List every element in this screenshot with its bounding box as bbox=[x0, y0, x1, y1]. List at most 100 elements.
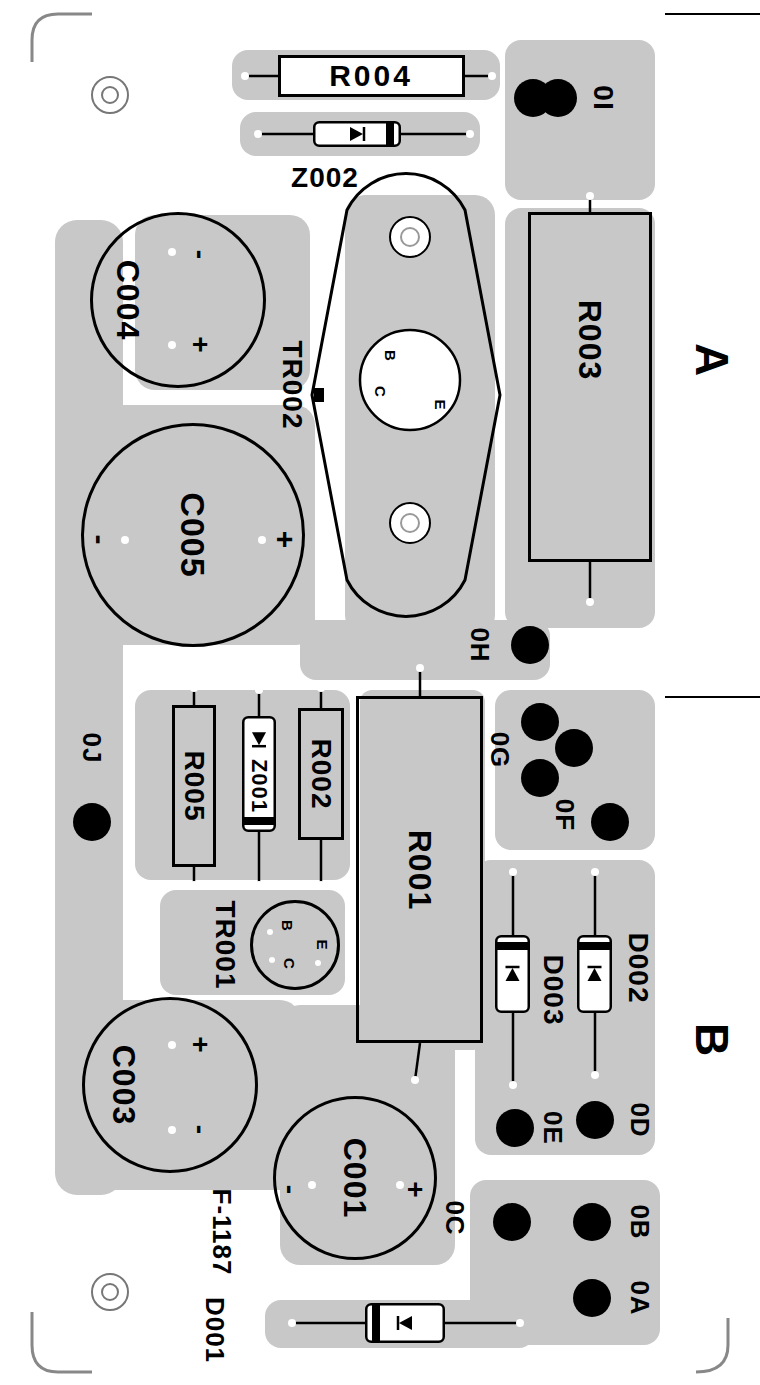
component-lead bbox=[245, 75, 278, 78]
pin-letter: C bbox=[282, 958, 297, 970]
capacitor-outline bbox=[92, 214, 265, 387]
pin-letter: C bbox=[373, 386, 388, 398]
component-lead bbox=[512, 1013, 515, 1085]
solder-hole bbox=[121, 536, 129, 544]
component-lead bbox=[419, 668, 422, 696]
solder-hole bbox=[509, 868, 517, 876]
diode-symbol bbox=[588, 966, 602, 969]
pad-label: 0A bbox=[627, 1280, 653, 1315]
solder-pad bbox=[573, 1203, 611, 1241]
component-lead bbox=[415, 1043, 420, 1080]
solder-hole bbox=[411, 1076, 419, 1084]
copper-trace bbox=[300, 620, 550, 680]
solder-hole bbox=[317, 881, 325, 889]
component-label: TR001 bbox=[211, 900, 239, 989]
solder-pad bbox=[496, 1109, 534, 1147]
component-lead bbox=[594, 872, 597, 935]
solder-pad bbox=[576, 1101, 614, 1139]
solder-hole bbox=[269, 957, 275, 963]
solder-hole bbox=[315, 960, 321, 966]
component-label: R004 bbox=[329, 61, 413, 91]
pad-label: 0J bbox=[79, 733, 105, 764]
copper-trace bbox=[135, 690, 350, 880]
copper-trace bbox=[505, 40, 655, 200]
component-lead bbox=[401, 133, 470, 136]
solder-pad bbox=[539, 79, 577, 117]
pin-letter: E bbox=[315, 939, 330, 950]
resistor-body bbox=[174, 707, 215, 866]
component-label: R005 bbox=[180, 751, 208, 822]
transistor-outline bbox=[312, 174, 500, 617]
board-corner bbox=[696, 1318, 728, 1372]
solder-hole bbox=[168, 1041, 176, 1049]
copper-trace bbox=[505, 208, 655, 628]
transistor-mount-hole bbox=[390, 503, 430, 543]
mounting-hole bbox=[92, 77, 128, 113]
solder-pad bbox=[521, 759, 559, 797]
diode-symbol bbox=[588, 968, 602, 981]
diode-body: D002 bbox=[577, 935, 612, 1013]
polarity-mark: - bbox=[186, 1125, 214, 1135]
pad-label: 0F bbox=[552, 799, 578, 831]
polarity-mark: + bbox=[186, 336, 214, 353]
component-lead bbox=[258, 133, 313, 136]
capacitor-outline: C003+- bbox=[82, 997, 258, 1173]
copper-trace bbox=[160, 890, 345, 995]
board-number: F-1187 bbox=[209, 1189, 235, 1276]
solder-hole bbox=[288, 1319, 296, 1327]
pad-label: 0E bbox=[540, 1111, 566, 1145]
solder-hole bbox=[241, 72, 249, 80]
capacitor-outline: C001 + - bbox=[273, 1096, 437, 1260]
solder-hole bbox=[586, 598, 594, 606]
component-label: D001 bbox=[202, 1297, 228, 1363]
solder-pad bbox=[573, 1279, 611, 1317]
solder-hole bbox=[509, 1081, 517, 1089]
pad-label: 0C bbox=[442, 1200, 468, 1235]
diode-body: D003 bbox=[495, 935, 530, 1013]
diode-body bbox=[496, 936, 529, 1012]
solder-pad bbox=[73, 803, 111, 841]
solder-hole bbox=[466, 130, 474, 138]
component-label: R001 bbox=[404, 830, 436, 911]
copper-trace bbox=[475, 860, 655, 1155]
polarity-mark: - bbox=[186, 250, 214, 260]
pin-letter: E bbox=[433, 399, 448, 410]
resistor-body: R004 bbox=[278, 55, 465, 97]
diode-body bbox=[314, 122, 400, 146]
board-edge bbox=[665, 13, 760, 15]
solder-hole bbox=[416, 664, 424, 672]
section-letter: B bbox=[689, 1023, 735, 1057]
cathode-band bbox=[243, 817, 275, 825]
solder-pad bbox=[555, 729, 593, 767]
copper-trace bbox=[90, 1000, 300, 1190]
component-label: D003 bbox=[539, 955, 567, 1026]
diode-body: Z001 bbox=[242, 716, 276, 832]
capacitor-outline: C005+- bbox=[81, 423, 305, 647]
component-lead bbox=[445, 1322, 520, 1325]
diode-body bbox=[313, 121, 401, 147]
diode-symbol bbox=[350, 127, 363, 141]
mounting-hole bbox=[102, 87, 118, 103]
solder-hole bbox=[586, 192, 594, 200]
resistor-body bbox=[530, 214, 651, 561]
resistor-body bbox=[280, 57, 464, 96]
transistor-pin-circle bbox=[360, 330, 460, 430]
solder-hole bbox=[190, 881, 198, 889]
polarity-mark: - bbox=[276, 1185, 304, 1195]
component-label: Z002 bbox=[291, 164, 359, 192]
copper-trace bbox=[240, 112, 480, 156]
solder-hole bbox=[168, 341, 176, 349]
copper-trace bbox=[265, 1300, 535, 1348]
resistor-body: R001 bbox=[356, 696, 483, 1043]
cathode-band bbox=[372, 1304, 380, 1342]
solder-hole bbox=[258, 536, 266, 544]
component-lead bbox=[512, 872, 515, 935]
polarity-mark: + bbox=[401, 1181, 429, 1198]
copper-trace bbox=[232, 50, 500, 100]
component-label: C001 bbox=[339, 1138, 371, 1219]
polarity-mark: + bbox=[270, 531, 300, 550]
solder-hole bbox=[516, 1319, 524, 1327]
pad-label: 0H bbox=[467, 627, 493, 662]
component-label: R003 bbox=[574, 300, 606, 381]
copper-trace bbox=[360, 690, 485, 1050]
